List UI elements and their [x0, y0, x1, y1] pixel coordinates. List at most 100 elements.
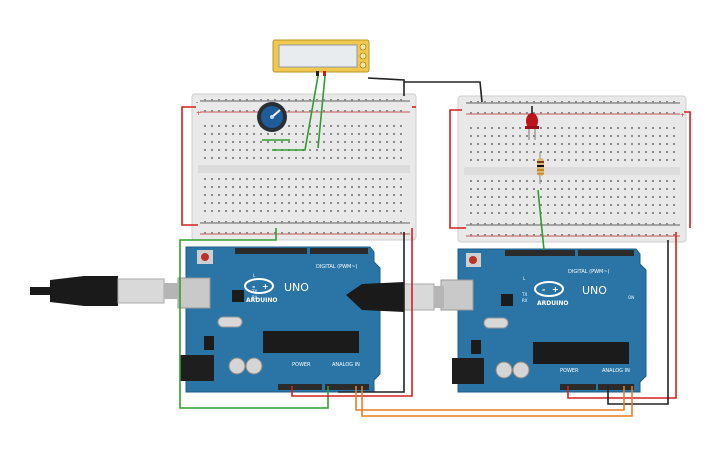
breadboard-hole	[323, 157, 325, 159]
breadboard-hole	[498, 212, 500, 214]
breadboard-hole	[302, 110, 304, 112]
resistor[interactable]	[537, 152, 544, 184]
breadboard-hole	[295, 221, 297, 223]
breadboard-hole	[267, 232, 269, 234]
breadboard-hole	[540, 180, 542, 182]
breadboard-hole	[533, 159, 535, 161]
breadboard-hole	[470, 234, 472, 236]
breadboard-hole	[652, 101, 654, 103]
breadboard-hole	[218, 178, 220, 180]
breadboard-hole	[617, 196, 619, 198]
breadboard-hole	[344, 178, 346, 180]
breadboard-hole	[505, 135, 507, 137]
breadboard-hole	[582, 196, 584, 198]
breadboard-hole	[554, 212, 556, 214]
breadboard-hole	[477, 204, 479, 206]
breadboard-hole	[400, 133, 402, 135]
multimeter-com-terminal[interactable]	[359, 61, 367, 69]
breadboard-hole	[582, 151, 584, 153]
red-led[interactable]	[525, 113, 539, 140]
breadboard-hole	[372, 149, 374, 151]
arduino-left-led-rx: RX	[252, 295, 258, 300]
arduino-uno-left[interactable]: - + ARDUINO UNO DIGITAL (PWM~) POWER ANA…	[177, 246, 381, 393]
breadboard-left[interactable]: - +	[191, 93, 417, 241]
breadboard-hole	[253, 232, 255, 234]
breadboard-hole	[330, 210, 332, 212]
arduino-right-brand: ARDUINO	[537, 300, 568, 307]
breadboard-hole	[379, 186, 381, 188]
breadboard-hole	[316, 232, 318, 234]
breadboard-hole	[302, 157, 304, 159]
breadboard-hole	[596, 135, 598, 137]
breadboard-hole	[288, 157, 290, 159]
breadboard-hole	[281, 186, 283, 188]
breadboard-hole	[659, 127, 661, 129]
breadboard-hole	[337, 210, 339, 212]
breadboard-hole	[211, 221, 213, 223]
breadboard-hole	[582, 234, 584, 236]
breadboard-hole	[589, 127, 591, 129]
breadboard-right[interactable]: +	[457, 95, 687, 243]
breadboard-hole	[337, 194, 339, 196]
breadboard-hole	[561, 101, 563, 103]
breadboard-hole	[575, 196, 577, 198]
breadboard-hole	[645, 180, 647, 182]
breadboard-hole	[309, 99, 311, 101]
breadboard-hole	[526, 135, 528, 137]
usb-cable-middle[interactable]	[346, 282, 444, 312]
breadboard-hole	[239, 202, 241, 204]
breadboard-hole	[246, 221, 248, 223]
breadboard-hole	[225, 221, 227, 223]
arduino-left-model: UNO	[284, 281, 309, 294]
multimeter[interactable]	[272, 39, 370, 76]
breadboard-hole	[638, 188, 640, 190]
breadboard-hole	[246, 202, 248, 204]
breadboard-hole	[617, 180, 619, 182]
breadboard-hole	[561, 127, 563, 129]
breadboard-hole	[225, 157, 227, 159]
breadboard-hole	[554, 112, 556, 114]
breadboard-hole	[652, 143, 654, 145]
breadboard-hole	[211, 202, 213, 204]
breadboard-hole	[659, 223, 661, 225]
potentiometer[interactable]	[257, 102, 287, 132]
arduino-uno-right[interactable]: - + ARDUINO UNO DIGITAL (PWM~) POWER ANA…	[440, 248, 647, 393]
breadboard-hole	[575, 212, 577, 214]
breadboard-hole	[309, 133, 311, 135]
breadboard-hole	[631, 143, 633, 145]
breadboard-hole	[582, 212, 584, 214]
usb-cable-left[interactable]	[30, 276, 178, 306]
breadboard-hole	[512, 223, 514, 225]
breadboard-hole	[239, 125, 241, 127]
multimeter-v-terminal[interactable]	[359, 52, 367, 60]
breadboard-hole	[330, 149, 332, 151]
breadboard-hole	[505, 180, 507, 182]
breadboard-hole	[316, 186, 318, 188]
breadboard-hole	[253, 178, 255, 180]
multimeter-a-terminal[interactable]	[359, 43, 367, 51]
breadboard-hole	[470, 127, 472, 129]
breadboard-hole	[617, 101, 619, 103]
breadboard-hole	[526, 101, 528, 103]
arduino-right-power-label: POWER	[560, 368, 579, 374]
breadboard-hole	[288, 133, 290, 135]
breadboard-hole	[232, 125, 234, 127]
breadboard-hole	[547, 159, 549, 161]
breadboard-hole	[337, 149, 339, 151]
breadboard-hole	[575, 223, 577, 225]
breadboard-hole	[204, 157, 206, 159]
breadboard-hole	[512, 234, 514, 236]
breadboard-hole	[582, 188, 584, 190]
breadboard-hole	[372, 194, 374, 196]
breadboard-hole	[617, 151, 619, 153]
breadboard-hole	[246, 210, 248, 212]
breadboard-hole	[316, 221, 318, 223]
breadboard-hole	[575, 101, 577, 103]
breadboard-hole	[295, 194, 297, 196]
breadboard-hole	[351, 133, 353, 135]
breadboard-hole	[358, 202, 360, 204]
breadboard-hole	[379, 133, 381, 135]
breadboard-hole	[568, 135, 570, 137]
breadboard-hole	[533, 196, 535, 198]
breadboard-hole	[568, 159, 570, 161]
